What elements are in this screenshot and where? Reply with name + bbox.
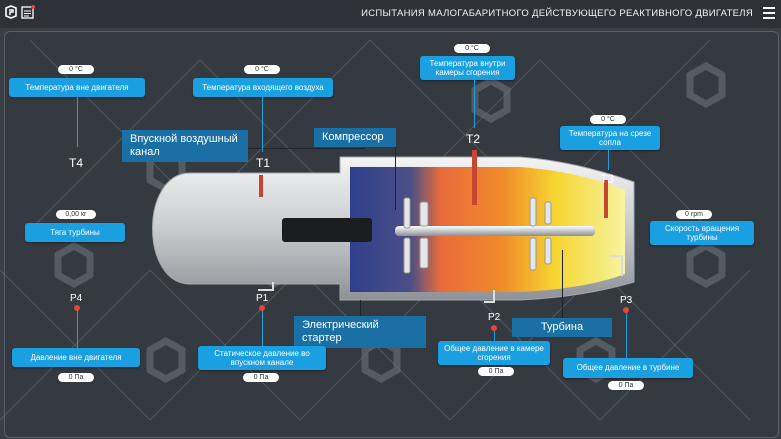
p1-name: P1 (256, 293, 269, 304)
t4-line (77, 97, 78, 147)
p2-value: 0 Па (478, 367, 514, 376)
probe-t3 (604, 180, 608, 218)
p1-line (262, 311, 263, 346)
p4-card[interactable]: Давление вне двигателя (12, 348, 140, 367)
p1-card[interactable]: Статическое давление во впускном канале (198, 346, 326, 370)
t1-card[interactable]: Температура входящего воздуха (193, 78, 333, 97)
starter-label: Электрический стартер (294, 316, 426, 349)
t4-name: T4 (69, 156, 84, 170)
probe-t2 (472, 150, 477, 205)
t4-value: 0 °C (58, 65, 94, 74)
t2-value: 0 °C (454, 44, 490, 53)
compressor-blades (403, 197, 429, 274)
t1-name: T1 (256, 156, 271, 170)
p2-line (494, 331, 495, 341)
p3-name: P3 (620, 295, 633, 306)
t2-line (474, 80, 475, 128)
thrust-value: 0,00 кг (56, 210, 96, 219)
p4-value: 0 Па (58, 373, 94, 382)
p4-line (77, 311, 78, 348)
p2-card[interactable]: Общее давление в камере сгорения (438, 341, 550, 365)
t1-value: 0 °C (244, 65, 280, 74)
inlet-lead (245, 148, 365, 149)
p3-card[interactable]: Общее давление в турбине (563, 358, 693, 378)
rpm-card[interactable]: Скорость вращения турбины (650, 221, 754, 245)
p4-name: P4 (70, 293, 83, 304)
compressor-label: Компрессор (314, 128, 396, 148)
t2-name: T2 (466, 132, 481, 146)
page-title: ИСПЫТАНИЯ МАЛОГАБАРИТНОГО ДЕЙСТВУЮЩЕГО Р… (361, 8, 753, 19)
t3-name: T3 (600, 172, 615, 186)
turbine-shaft (395, 226, 595, 236)
p2-dot (491, 325, 497, 331)
menu-icon[interactable] (763, 7, 775, 19)
p3-dot (623, 307, 629, 313)
logo-icon[interactable] (4, 5, 18, 19)
p2-name: P2 (488, 312, 501, 323)
probe-p3 (610, 255, 623, 276)
turbine-label: Турбина (512, 318, 612, 338)
p3-line (626, 313, 627, 358)
t3-value: 0 °C (590, 115, 626, 124)
report-icon[interactable] (21, 5, 35, 19)
t4-card[interactable]: Температура вне двигателя (9, 78, 145, 97)
probe-p1 (258, 282, 274, 291)
starter-lead (360, 300, 361, 316)
p3-value: 0 Па (608, 381, 644, 390)
turbine-blades (529, 197, 552, 271)
p4-dot (74, 305, 80, 311)
thrust-card[interactable]: Тяга турбины (25, 223, 125, 242)
turbine-lead (562, 250, 563, 318)
starter-motor (282, 218, 372, 242)
t3-line (608, 150, 609, 170)
t1-line (262, 97, 263, 152)
inlet-label: Впускной воздушный канал (122, 130, 248, 163)
p1-dot (259, 305, 265, 311)
t3-card[interactable]: Температура на срезе сопла (560, 126, 660, 150)
probe-p2 (484, 290, 495, 303)
top-bar: ИСПЫТАНИЯ МАЛОГАБАРИТНОГО ДЕЙСТВУЮЩЕГО Р… (0, 0, 781, 28)
probe-t1 (259, 175, 263, 197)
p1-value: 0 Па (243, 373, 279, 382)
rpm-value: 0 rpm (676, 210, 712, 219)
compressor-lead (395, 145, 396, 210)
t2-card[interactable]: Температура внутри камеры сгорения (420, 56, 515, 80)
